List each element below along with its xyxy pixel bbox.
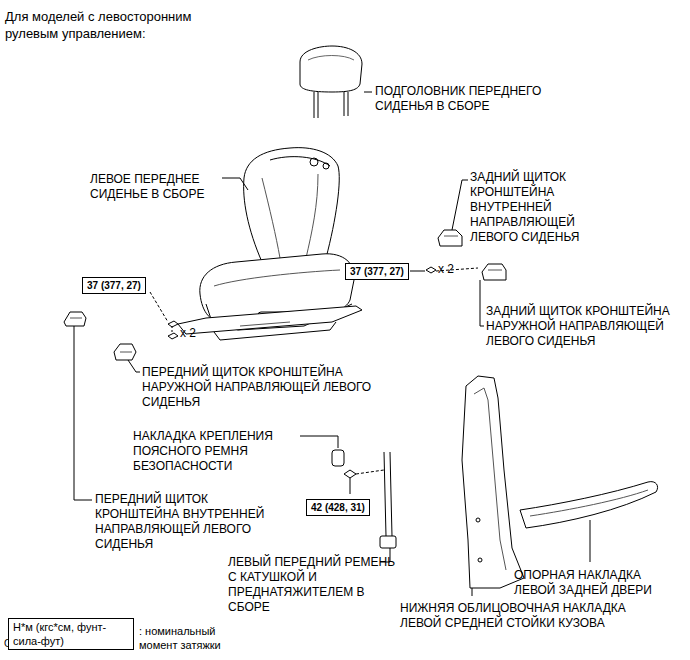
torque-box: 42 (428, 31)	[306, 499, 370, 516]
part-label: ПОДГОЛОВНИК ПЕРЕДНЕГО СИДЕНЬЯ В СБОРЕ	[375, 84, 575, 114]
legend-unit-box: Н*м (кгс*см, фунт-сила-фут)	[8, 618, 134, 650]
part-label: ПЕРЕДНИЙ ЩИТОК КРОНШТЕЙНА ВНУТРЕННЕЙ НАП…	[95, 492, 285, 552]
part-label: ОПОРНАЯ НАКЛАДКА ЛЕВОЙ ЗАДНЕЙ ДВЕРИ	[514, 568, 682, 598]
anchor-cover-drawing	[300, 436, 384, 494]
torque-box: 37 (377, 27)	[345, 263, 409, 280]
torque-value: 37 (377, 27)	[350, 265, 404, 278]
seatbelt-drawing	[380, 452, 396, 562]
quantity-label: x 2	[438, 262, 454, 277]
pillar-trim-drawing	[462, 376, 524, 596]
unit-text: Н*м (кгс*см, фунт-сила-фут)	[13, 620, 129, 648]
part-label: ПЕРЕДНИЙ ЩИТОК КРОНШТЕЙНА НАРУЖНОЙ НАПРА…	[142, 365, 382, 410]
bolt-symbol	[150, 292, 178, 339]
leader-line	[222, 92, 372, 190]
headrest-drawing	[300, 46, 362, 118]
part-label: НИЖНЯЯ ОБЛИЦОВОЧНАЯ НАКЛАДКА ЛЕВОЙ СРЕДН…	[400, 601, 630, 631]
part-label: ЗАДНИЙ ЩИТОК КРОНШТЕЙНА ВНУТРЕННЕЙ НАПРА…	[470, 170, 602, 245]
scuff-plate-drawing	[520, 482, 658, 562]
bracket-cover-drawing	[64, 312, 92, 500]
page-title: Для моделей с левосторонним рулевым упра…	[5, 8, 220, 42]
torque-box: 37 (377, 27)	[82, 277, 146, 294]
bracket-cover-drawing	[114, 344, 140, 372]
part-label: НАКЛАДКА КРЕПЛЕНИЯ ПОЯСНОГО РЕМНЯ БЕЗОПА…	[133, 429, 303, 474]
bracket-cover-drawing	[438, 180, 468, 246]
part-label: ЗАДНИЙ ЩИТОК КРОНШТЕЙНА НАРУЖНОЙ НАПРАВЛ…	[486, 304, 682, 349]
part-label: ЛЕВЫЙ ПЕРЕДНИЙ РЕМЕНЬ С КАТУШКОЙ И ПРЕДН…	[228, 555, 398, 615]
legend-note: : номинальный момент затяжки	[139, 624, 254, 652]
seat-drawing	[178, 148, 362, 340]
quantity-label: x 2	[180, 326, 196, 341]
torque-value: 37 (377, 27)	[87, 279, 141, 292]
part-label: ЛЕВОЕ ПЕРЕДНЕЕ СИДЕНЬЕ В СБОРЕ	[90, 172, 230, 202]
torque-value: 42 (428, 31)	[311, 501, 365, 514]
